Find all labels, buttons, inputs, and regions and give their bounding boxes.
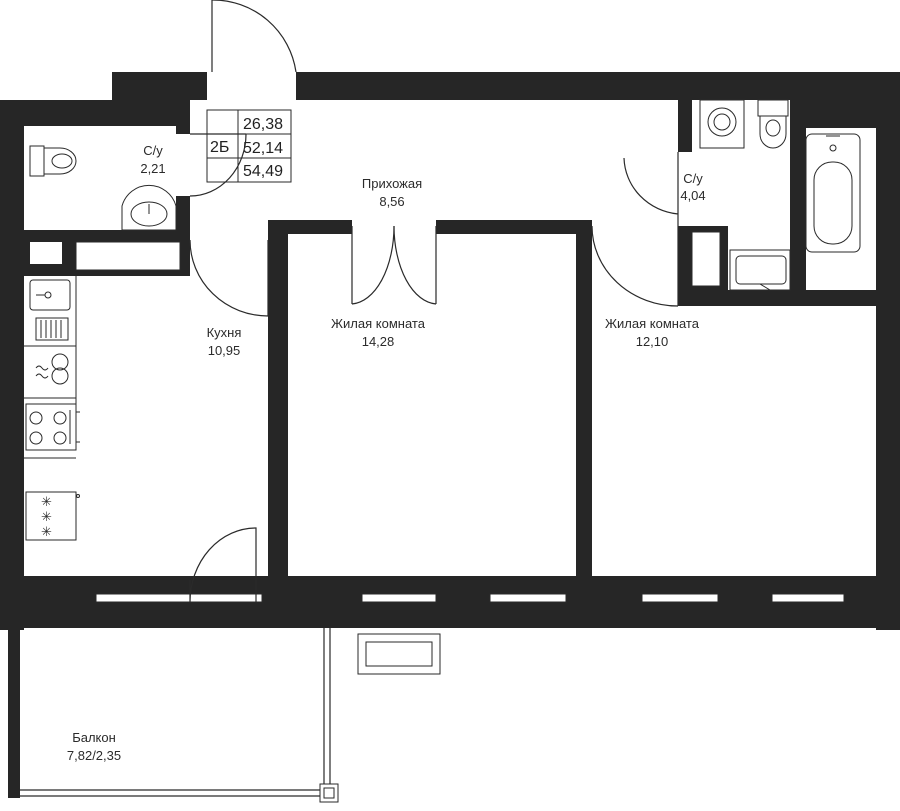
room-bath2-area: 4,04 bbox=[680, 188, 705, 203]
area-living: 26,38 bbox=[243, 116, 283, 133]
wall-right-outer bbox=[876, 100, 900, 630]
wall-pillar-5 bbox=[718, 576, 772, 628]
stove-icon bbox=[25, 403, 80, 451]
wall-pillar-6 bbox=[844, 576, 900, 628]
toilet-icon bbox=[29, 145, 77, 177]
door-bath2 bbox=[623, 152, 679, 226]
door-kitchen bbox=[189, 239, 269, 317]
window-room2-b bbox=[771, 593, 845, 603]
wall-pillar-2 bbox=[262, 576, 362, 628]
wall-left-outer bbox=[0, 100, 24, 630]
sink2-icon bbox=[729, 249, 791, 291]
bathtub-icon bbox=[805, 133, 861, 253]
fridge-icon: ✳ ✳ ✳ bbox=[25, 491, 80, 541]
wall-bath2-left-upper bbox=[678, 100, 692, 152]
boiler-icon bbox=[35, 353, 69, 385]
balcony bbox=[8, 628, 339, 803]
wall-bath2-bottom bbox=[678, 290, 900, 306]
window-kitchen bbox=[95, 593, 263, 603]
toilet2-icon bbox=[757, 99, 789, 149]
apartment-type: 2Б bbox=[210, 139, 229, 156]
svg-text:✳: ✳ bbox=[41, 509, 52, 524]
wall-pillar-1 bbox=[24, 576, 96, 628]
room-balcony-area: 7,82/2,35 bbox=[67, 748, 121, 763]
room-balcony-name: Балкон bbox=[72, 730, 116, 745]
wall-top-left-block bbox=[112, 72, 207, 100]
door-room1-right bbox=[393, 225, 437, 305]
wall-bath1-top-stub bbox=[176, 100, 190, 134]
storage-box-left bbox=[30, 242, 62, 264]
fixtures: ✳ ✳ ✳ bbox=[24, 99, 861, 675]
area-total-balcony: 54,49 bbox=[243, 163, 283, 180]
room-living2-name: Жилая комната bbox=[605, 316, 700, 331]
wall-room1-right bbox=[576, 220, 592, 600]
wall-top-right bbox=[296, 72, 900, 100]
window-room1-b bbox=[489, 593, 567, 603]
wall-room1-left bbox=[268, 220, 288, 600]
wall-bath2-tub-frame bbox=[790, 100, 806, 306]
sink-icon bbox=[121, 184, 177, 231]
svg-text:✳: ✳ bbox=[41, 524, 52, 539]
wall-room1-top-right bbox=[436, 220, 592, 234]
wall-room1-top-left bbox=[268, 220, 352, 234]
door-balcony bbox=[189, 527, 257, 603]
wall-pillar-4 bbox=[566, 576, 642, 628]
room-hall-area: 8,56 bbox=[379, 194, 404, 209]
room-living1-area: 14,28 bbox=[362, 334, 395, 349]
storage-box bbox=[75, 241, 181, 271]
washing-machine-icon bbox=[699, 99, 745, 149]
shaft-box bbox=[691, 231, 721, 287]
room-hall-name: Прихожая bbox=[362, 176, 422, 191]
svg-text:✳: ✳ bbox=[41, 494, 52, 509]
door-entrance bbox=[211, 0, 297, 73]
room-bath2-name: С/у bbox=[683, 171, 703, 186]
room-bath1-area: 2,21 bbox=[140, 161, 165, 176]
walls bbox=[0, 72, 900, 630]
area-summary: 2Б 26,38 52,14 54,49 bbox=[206, 109, 292, 183]
area-total: 52,14 bbox=[243, 140, 283, 157]
wall-pillar-3 bbox=[436, 576, 490, 628]
room-kitchen-name: Кухня bbox=[207, 325, 242, 340]
room-fills bbox=[24, 100, 876, 576]
window-room2-a bbox=[641, 593, 719, 603]
room-living2-area: 12,10 bbox=[636, 334, 669, 349]
room-labels: С/у 2,21 Прихожая 8,56 С/у 4,04 Кухня 10… bbox=[67, 143, 706, 763]
room-kitchen-area: 10,95 bbox=[208, 343, 241, 358]
room-bath1-name: С/у bbox=[143, 143, 163, 158]
window-room1-a bbox=[361, 593, 437, 603]
windows bbox=[95, 593, 845, 603]
kitchen-sink-icon bbox=[29, 279, 71, 311]
door-room2 bbox=[591, 225, 679, 307]
wall-top-left bbox=[0, 100, 190, 126]
door-room1-left bbox=[351, 225, 395, 305]
balcony-left-wall bbox=[8, 628, 20, 798]
room-living1-name: Жилая комната bbox=[331, 316, 426, 331]
dishwasher-icon bbox=[35, 317, 69, 341]
